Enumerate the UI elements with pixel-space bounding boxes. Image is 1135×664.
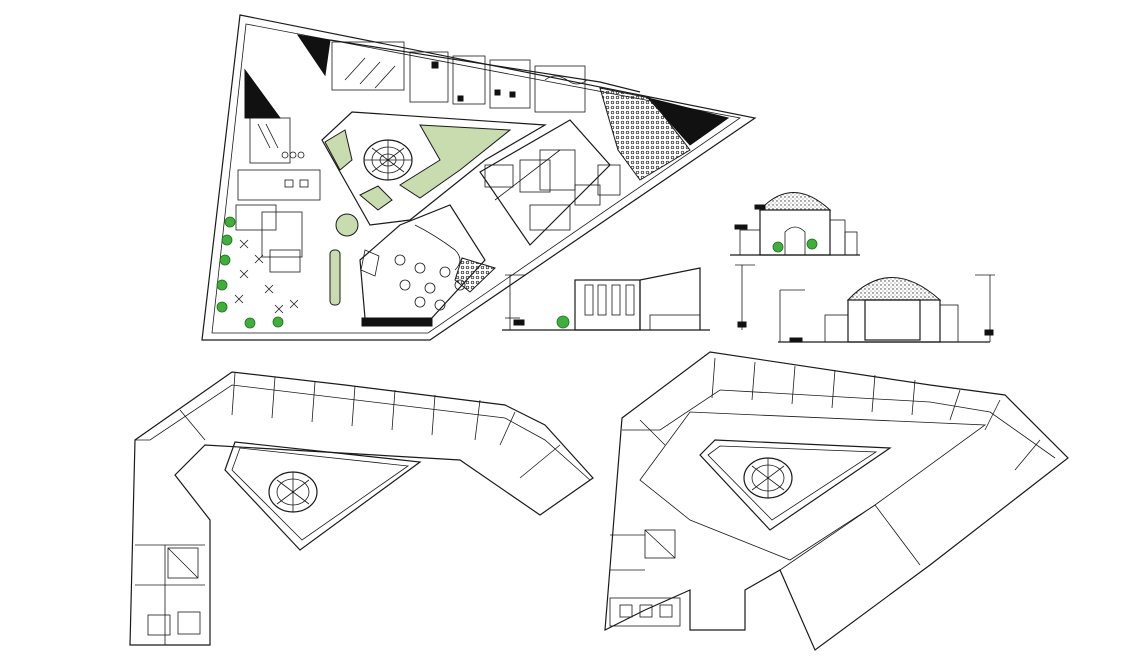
site-boundary: [201, 14, 757, 341]
paved-area-cafe: [454, 257, 496, 293]
first-floor-spiral-stair: [268, 471, 318, 513]
ground-floor-plan: [201, 14, 757, 341]
first-floor-stair: [167, 547, 199, 579]
paved-area-north: [599, 87, 691, 181]
round-planter: [335, 213, 359, 237]
cafe-area: [359, 204, 496, 327]
second-floor-plan: [604, 351, 1069, 651]
side-elevation: [502, 267, 710, 331]
cafe-counter: [361, 317, 433, 327]
corner-wedge-north: [296, 34, 331, 77]
lobby-furniture: [234, 239, 299, 314]
corner-wedge-east: [646, 97, 730, 146]
top-rooms: [329, 39, 641, 113]
second-floor-courtyard: [699, 439, 892, 531]
east-wing-rooms: [479, 119, 621, 246]
long-planter: [329, 249, 341, 306]
front-elevation-upper: [730, 192, 860, 256]
trees-west: [216, 216, 284, 329]
second-floor-stair: [644, 529, 676, 559]
lawn-area: [399, 124, 512, 199]
lawn-corner: [324, 129, 353, 171]
spiral-stair: [363, 139, 413, 181]
front-elevation-lower: [735, 264, 995, 343]
first-floor-plan: [129, 371, 594, 646]
second-floor-spiral-stair: [743, 457, 793, 499]
lawn-small: [359, 185, 393, 211]
west-rooms: [235, 117, 321, 273]
corner-wedge-west: [244, 68, 281, 119]
courtyard: [321, 111, 547, 226]
inner-boundary: [211, 23, 742, 334]
first-floor-courtyard: [224, 441, 422, 551]
